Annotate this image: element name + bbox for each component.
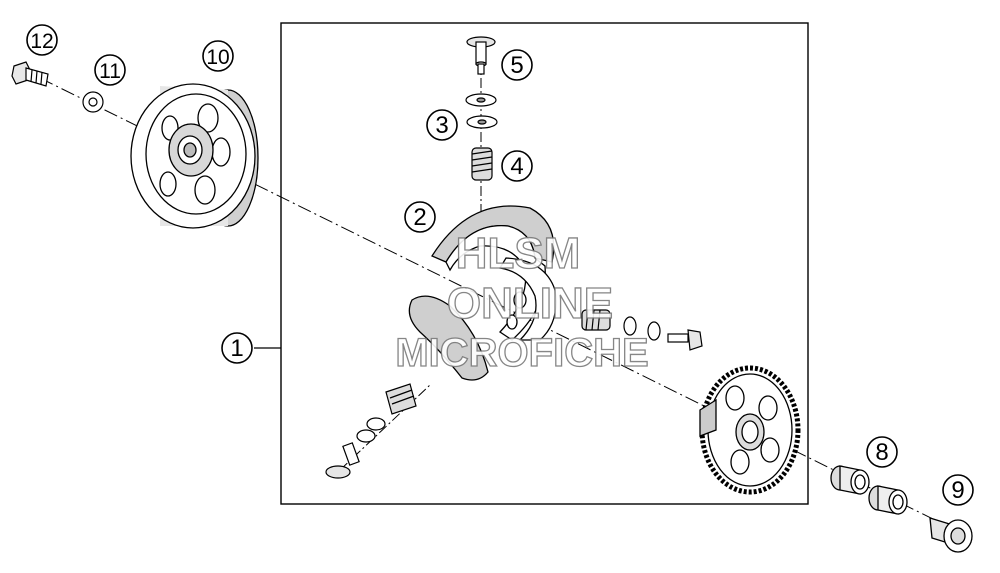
callout-circle	[221, 332, 253, 364]
callout-circle	[426, 109, 458, 141]
callout-label: 12	[30, 30, 53, 53]
callout-label: 3	[435, 112, 448, 139]
callout-label: 1	[230, 335, 243, 362]
callout-9: 9	[942, 474, 974, 506]
pin-part-top	[466, 36, 496, 75]
bearing-part-a	[830, 465, 870, 495]
callout-label: 2	[413, 204, 426, 231]
callout-label: 11	[99, 60, 121, 83]
callout-2: 2	[404, 201, 436, 233]
callout-circle	[26, 24, 58, 56]
callout-12: 12	[26, 24, 58, 56]
lower-pin-part	[325, 442, 360, 479]
callout-label: 8	[875, 439, 888, 466]
callout-circle	[202, 40, 234, 72]
spring-part	[471, 147, 493, 181]
watermark: HLSM ONLINE MICROFICHE	[395, 228, 650, 375]
callout-10: 10	[202, 40, 234, 72]
callout-circle	[866, 436, 898, 468]
callout-label: 5	[510, 52, 523, 79]
callout-8: 8	[866, 436, 898, 468]
bolt-part	[11, 61, 49, 87]
callout-circle	[404, 201, 436, 233]
clutch-shoe-upper	[431, 205, 555, 341]
side-pin-part	[667, 329, 703, 351]
lower-spring-part	[385, 383, 417, 415]
callout-circle	[501, 49, 533, 81]
watermark-line-2: ONLINE	[447, 279, 613, 328]
sleeve-part	[929, 517, 973, 553]
callout-label: 10	[206, 46, 229, 69]
gear-part	[699, 365, 801, 495]
side-washers-part	[623, 316, 661, 341]
watermark-line-1: HLSM	[456, 229, 581, 278]
assembly-frame	[280, 22, 809, 505]
callout-label: 9	[951, 477, 964, 504]
callout-circle	[501, 150, 533, 182]
callout-4: 4	[501, 150, 533, 182]
lower-washers-part	[356, 417, 386, 443]
callout-11: 11	[94, 54, 126, 86]
callout-5: 5	[501, 49, 533, 81]
clutch-shoe-lower	[408, 257, 557, 381]
clutch-drum-part	[130, 83, 259, 229]
washer-part	[82, 91, 104, 113]
callout-3: 3	[426, 109, 458, 141]
callout-1: 1	[221, 332, 253, 364]
callout-label: 4	[510, 153, 523, 180]
callout-circle	[942, 474, 974, 506]
side-spring-part	[581, 309, 611, 331]
bearing-part-b	[868, 485, 908, 515]
callout-circle	[94, 54, 126, 86]
washers-part	[465, 93, 498, 129]
watermark-line-3: MICROFICHE	[395, 331, 648, 375]
assembly-axis	[39, 77, 936, 521]
